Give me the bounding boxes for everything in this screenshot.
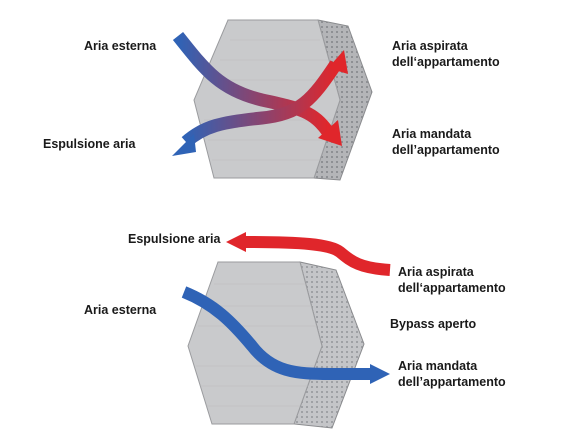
supply-air-label-bottom-line2: dell’appartamento xyxy=(398,375,506,389)
supply-arrowhead-bottom xyxy=(370,364,390,384)
exhaust-air-label-bottom: Espulsione aria xyxy=(128,232,221,246)
extract-arrowhead-top xyxy=(328,50,348,74)
extract-air-label-top-line2: dell‘appartamento xyxy=(392,55,500,69)
exhaust-arrowhead-bottom xyxy=(226,232,246,252)
extract-to-exhaust-arrow xyxy=(181,60,342,147)
extract-air-label-top-line1: Aria aspirata xyxy=(392,39,469,53)
supply-air-label-bottom-line1: Aria mandata xyxy=(398,359,478,373)
heat-exchanger-core-bottom xyxy=(187,261,365,429)
supply-air-label-top-line2: dell’appartamento xyxy=(392,143,500,157)
heat-recovery-diagram: Aria esterna Espulsione aria Aria aspira… xyxy=(43,19,500,181)
outdoor-to-supply-bypass-arrow xyxy=(181,286,372,380)
bypass-status-label: Bypass aperto xyxy=(390,317,477,331)
extract-to-exhaust-bypass-arrow xyxy=(243,236,391,276)
outdoor-air-label-bottom: Aria esterna xyxy=(84,303,157,317)
extract-air-label-bottom-line1: Aria aspirata xyxy=(398,265,475,279)
extract-air-label-bottom-line2: dell‘appartamento xyxy=(398,281,506,295)
outdoor-to-supply-arrow xyxy=(172,31,334,136)
supply-arrowhead-top xyxy=(318,120,342,146)
exhaust-air-label-top: Espulsione aria xyxy=(43,137,136,151)
exhaust-arrowhead-top xyxy=(172,134,196,156)
supply-air-label-top-line1: Aria mandata xyxy=(392,127,472,141)
outdoor-air-label-top: Aria esterna xyxy=(84,39,157,53)
bypass-diagram: Espulsione aria Aria aspirata dell‘appar… xyxy=(84,232,506,429)
